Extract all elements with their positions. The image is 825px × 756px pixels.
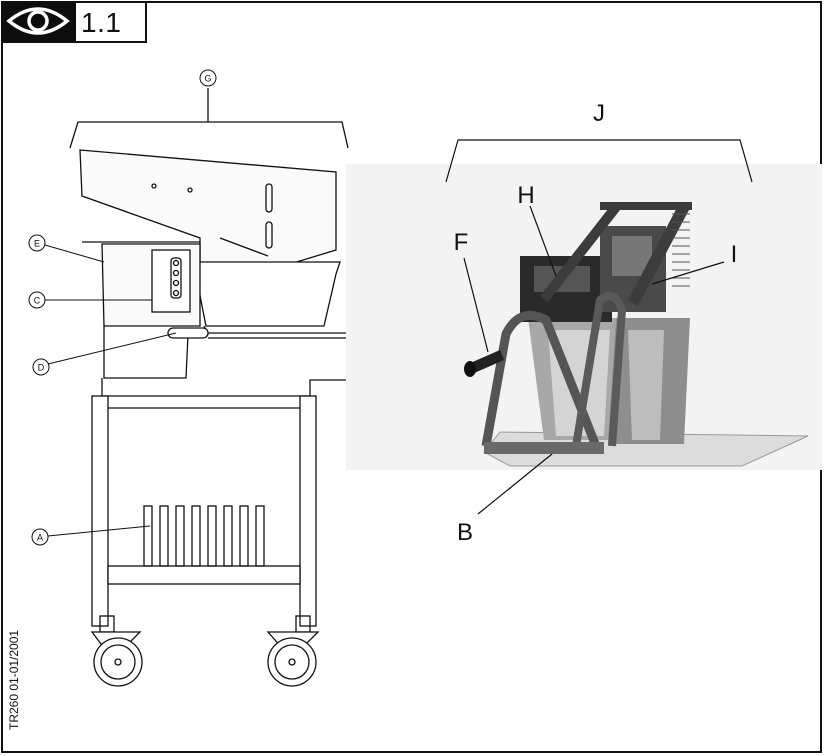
document-reference: TR260 01-01/2001 [7, 629, 21, 730]
right-callouts [445, 139, 753, 515]
callout-G-circle [199, 69, 217, 87]
figure-number: 1.1 [81, 7, 122, 38]
callout-C: C [34, 296, 41, 306]
left-machine-side-view [69, 88, 379, 687]
eye-icon-box [1, 1, 76, 41]
callout-I: I [731, 241, 738, 268]
right-cutting-head-photo [346, 164, 822, 470]
callout-E-circle [28, 234, 46, 252]
callout-D-circle [32, 358, 50, 376]
callout-G: G [204, 74, 211, 84]
callout-A-circle [31, 528, 49, 546]
callout-D: D [38, 363, 45, 373]
right-callout-labels: J H F I B [454, 100, 738, 546]
callout-H: H [517, 182, 534, 209]
figure-header: 1.1 [1, 1, 147, 43]
callout-B: B [457, 519, 473, 546]
callout-A: A [37, 533, 43, 543]
callout-F: F [454, 229, 469, 256]
eye-icon [6, 7, 70, 35]
callout-E: E [34, 239, 40, 249]
callout-J: J [593, 100, 605, 127]
